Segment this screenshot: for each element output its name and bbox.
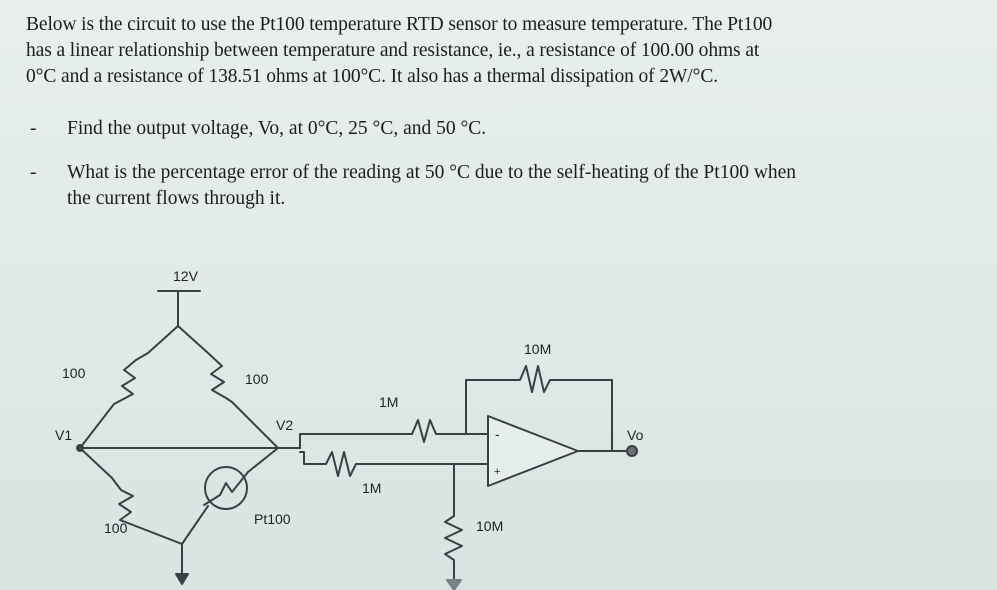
resistor-10m-feedback	[465, 365, 613, 451]
op-amp-symbol	[487, 415, 579, 487]
vo-terminal	[626, 445, 638, 457]
ground-icon	[446, 579, 462, 590]
question-text: What is the percentage error of the read…	[67, 162, 797, 183]
bullet-dash: -	[30, 118, 37, 139]
label-plus: +	[494, 466, 500, 478]
label-12v: 12V	[173, 268, 199, 284]
intro-line: 0°C and a resistance of 138.51 ohms at 1…	[26, 66, 718, 87]
label-r-top-right: 100	[245, 371, 269, 387]
label-10m-ground: 10M	[476, 518, 503, 534]
resistor-top-left	[79, 325, 179, 449]
v1-wire	[79, 433, 413, 449]
label-minus: -	[495, 426, 500, 442]
label-v1: V1	[55, 427, 72, 443]
bullet-dash: -	[30, 162, 37, 183]
label-pt100: Pt100	[254, 511, 291, 527]
label-r-top-left: 100	[62, 365, 86, 381]
label-r-bottom-left: 100	[104, 520, 128, 536]
rtd-wire-bottom	[181, 505, 209, 545]
pt100-rtd-symbol	[204, 466, 248, 510]
intro-line: Below is the circuit to use the Pt100 te…	[26, 14, 773, 35]
label-1m-bottom: 1M	[362, 480, 381, 496]
resistor-1m-bottom	[299, 451, 489, 477]
ground-arrow-icon	[175, 573, 189, 585]
question-text: Find the output voltage, Vo, at 0°C, 25 …	[67, 118, 487, 139]
resistor-10m-ground	[444, 463, 463, 581]
label-10m-feedback: 10M	[524, 341, 551, 357]
label-v2: V2	[276, 417, 293, 433]
label-1m-top: 1M	[379, 394, 398, 410]
rtd-wire-top	[247, 447, 279, 473]
intro-line: has a linear relationship between temper…	[26, 40, 760, 61]
problem-intro: Below is the circuit to use the Pt100 te…	[26, 12, 976, 90]
resistor-top-right	[177, 325, 279, 449]
resistor-bottom-left	[79, 447, 183, 545]
resistor-1m-top	[411, 419, 489, 443]
label-vo: Vo	[627, 427, 644, 443]
rtd-zigzag	[203, 471, 249, 506]
question-text: the current flows through it.	[67, 188, 286, 209]
